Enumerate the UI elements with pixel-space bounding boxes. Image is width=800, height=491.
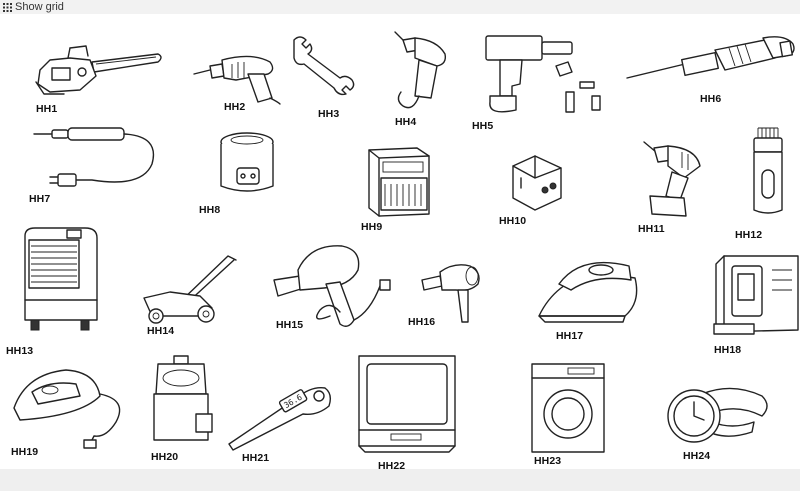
digital-thermometer-image[interactable]: 36.6 xyxy=(225,372,335,457)
label-hh12: HH12 xyxy=(735,229,763,241)
soldering-iron-image[interactable] xyxy=(32,124,162,199)
tv-set-image[interactable] xyxy=(355,354,460,459)
demolition-hammer-image[interactable] xyxy=(625,34,800,99)
lawn-mower-image[interactable] xyxy=(140,252,240,337)
label-hh20: HH20 xyxy=(151,451,179,463)
label-hh11: HH11 xyxy=(638,223,665,235)
coffee-machine-image[interactable] xyxy=(710,254,800,344)
wristwatch-image[interactable] xyxy=(662,382,772,457)
label-hh7: HH7 xyxy=(29,193,51,205)
label-hh24: HH24 xyxy=(683,450,711,462)
label-hh6: HH6 xyxy=(700,93,722,105)
label-hh8: HH8 xyxy=(199,204,221,216)
label-hh18: HH18 xyxy=(714,344,742,356)
dry-iron-image[interactable] xyxy=(10,364,130,454)
label-hh15: HH15 xyxy=(276,319,304,331)
washing-machine-image[interactable] xyxy=(528,362,608,462)
show-grid-toggle[interactable]: Show grid xyxy=(0,0,800,14)
label-hh17: HH17 xyxy=(556,330,584,342)
bottom-strip xyxy=(0,469,800,491)
show-grid-label: Show grid xyxy=(15,1,64,13)
label-hh5: HH5 xyxy=(472,120,494,132)
label-hh2: HH2 xyxy=(224,101,246,113)
label-hh13: HH13 xyxy=(6,345,34,357)
electric-drill-image[interactable] xyxy=(192,40,282,110)
label-hh3: HH3 xyxy=(318,108,340,120)
nail-gun-image[interactable] xyxy=(480,35,605,121)
juicer-image[interactable] xyxy=(150,354,215,454)
appliance-canvas: HH1 HH2 HH3 HH4 xyxy=(0,14,800,472)
hair-dryer-image[interactable] xyxy=(270,240,400,340)
cordless-drill-image[interactable] xyxy=(640,138,710,228)
dishwasher-image[interactable] xyxy=(365,144,435,224)
travel-hair-dryer-image[interactable] xyxy=(420,262,485,332)
label-hh9: HH9 xyxy=(361,221,383,233)
label-hh23: HH23 xyxy=(534,455,562,467)
label-hh16: HH16 xyxy=(408,316,436,328)
power-drill-image[interactable] xyxy=(385,30,455,125)
wrench-image[interactable] xyxy=(290,34,360,99)
label-hh1: HH1 xyxy=(36,103,58,115)
label-hh4: HH4 xyxy=(395,116,417,128)
air-cooler-image[interactable] xyxy=(15,224,105,339)
plug-adapter-image[interactable] xyxy=(505,154,565,219)
rice-cooker-image[interactable] xyxy=(215,130,280,205)
label-hh14: HH14 xyxy=(147,325,175,337)
steam-iron-image[interactable] xyxy=(535,250,645,340)
label-hh10: HH10 xyxy=(499,215,527,227)
hair-clipper-image[interactable] xyxy=(748,124,788,224)
grid-icon xyxy=(3,2,12,12)
label-hh21: HH21 xyxy=(242,452,270,464)
chainsaw-image[interactable] xyxy=(30,40,165,105)
label-hh19: HH19 xyxy=(11,446,39,458)
